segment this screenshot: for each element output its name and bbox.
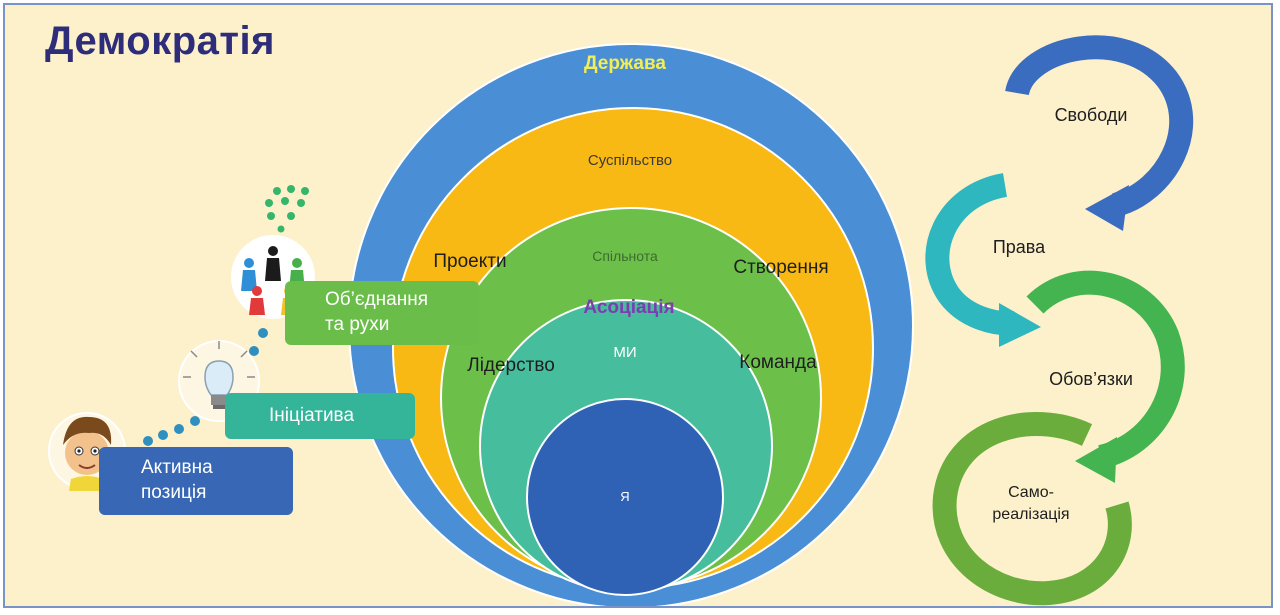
we-label: МИ — [613, 344, 636, 361]
state-label: Держава — [584, 53, 666, 74]
step-active-position-line-2: позиція — [141, 482, 207, 503]
cycle-arrows — [925, 35, 1194, 606]
slide: Демократія Держава Суспільство Спільнота… — [3, 3, 1273, 608]
cycle-arrow-self-realization — [932, 412, 1132, 606]
cycle-arrowhead-freedoms — [1085, 185, 1129, 231]
step-initiative-label: Ініціатива — [269, 405, 355, 426]
democracy-diagram: Держава Суспільство Спільнота Асоціація … — [48, 35, 1194, 606]
step-associations-line-1: Об’єднання — [325, 289, 428, 310]
cycle-arrowhead-rights — [999, 303, 1041, 347]
leadership-label: Лідерство — [467, 355, 555, 376]
step-active-position-line-1: Активна — [141, 457, 213, 478]
i-label: Я — [620, 489, 629, 504]
step-initiative: Ініціатива — [225, 393, 415, 439]
cycle-self-realization-label-1: Само- — [1008, 484, 1054, 501]
page-title: Демократія — [45, 19, 275, 63]
society-label: Суспільство — [588, 152, 672, 169]
cycle-duties-label: Обов’язки — [1049, 369, 1133, 389]
creation-label: Створення — [733, 257, 828, 278]
cycle-rights-label: Права — [993, 237, 1046, 257]
cycle-arrow-freedoms — [1005, 35, 1194, 217]
cycle-arrowhead-duties — [1075, 437, 1117, 483]
nested-circles — [348, 43, 914, 606]
team-label: Команда — [739, 352, 817, 373]
green-dots — [265, 185, 309, 233]
step-associations-line-2: та рухи — [325, 314, 390, 335]
cycle-self-realization-label-2: реалізація — [992, 506, 1069, 523]
projects-label: Проекти — [433, 251, 506, 272]
cycle-freedoms-label: Свободи — [1055, 105, 1128, 125]
community-label: Спільнота — [592, 248, 658, 264]
step-associations: Об’єднання та рухи — [285, 281, 479, 345]
association-label: Асоціація — [583, 297, 674, 318]
step-active-position: Активна позиція — [99, 447, 293, 515]
i-circle — [526, 398, 724, 596]
cycle-arrow-rights — [925, 173, 1017, 336]
cycle-arrow-duties — [1026, 270, 1185, 469]
